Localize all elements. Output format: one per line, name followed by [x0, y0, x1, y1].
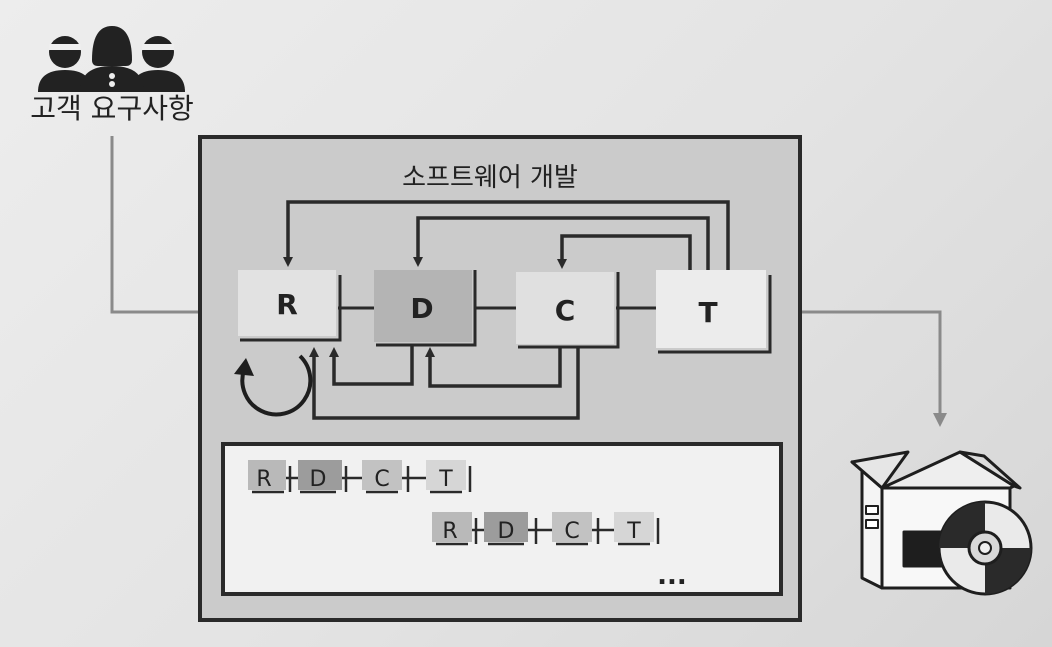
stage-t: T	[656, 270, 772, 354]
dev-title: 소프트웨어 개발	[402, 163, 578, 193]
feedback-arrows-bottom	[309, 345, 580, 420]
iter1-r: R	[256, 467, 271, 492]
stage-r-label: R	[276, 288, 298, 321]
stage-d-label: D	[410, 292, 433, 325]
iter2-r: R	[442, 519, 457, 544]
iteration-row-2: R D C T	[432, 512, 660, 546]
output-arrow	[802, 310, 947, 427]
requirement-arrow	[110, 136, 239, 319]
loop-arrow-icon	[234, 354, 313, 417]
feedback-arrows-top	[283, 200, 730, 270]
iter1-c: C	[374, 467, 389, 492]
stage-t-label: T	[698, 296, 717, 329]
ellipsis: ...	[657, 561, 687, 591]
iter1-t: T	[438, 467, 453, 492]
iteration-row-1: R D C T	[248, 460, 472, 494]
disc-icon	[937, 500, 1033, 596]
stage-d: D	[374, 270, 477, 347]
iter2-c: C	[564, 519, 579, 544]
customer-label: 고객 요구사항	[30, 92, 193, 125]
iter2-t: T	[626, 519, 641, 544]
stage-r: R	[238, 270, 342, 342]
stage-c-label: C	[555, 294, 576, 327]
people-group-icon	[38, 26, 185, 92]
iter1-d: D	[310, 467, 327, 492]
stage-c: C	[516, 272, 620, 349]
iter2-d: D	[498, 519, 515, 544]
